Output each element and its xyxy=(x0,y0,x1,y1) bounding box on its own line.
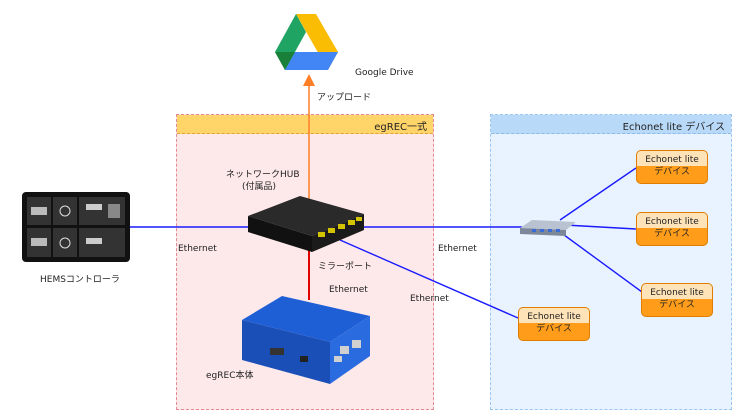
ethernet-label-device: Ethernet xyxy=(410,294,449,304)
echonet-device-box-3: Echonet lite デバイス xyxy=(641,283,713,317)
echonet-line-3 xyxy=(559,231,643,293)
echonet-device-type: デバイス xyxy=(659,300,695,310)
egrec-set-title: egREC一式 xyxy=(374,122,427,133)
ethernet-label-hub: Ethernet xyxy=(438,244,477,254)
echonet-device-box-2: Echonet lite デバイス xyxy=(636,212,708,246)
echonet-device-box-4: Echonet lite デバイス xyxy=(518,307,590,341)
egrec-set-header: egREC一式 xyxy=(177,115,433,134)
network-hub-icon xyxy=(248,196,364,252)
ethernet-label-egrec: Ethernet xyxy=(329,285,368,295)
echonet-device-name: Echonet lite xyxy=(642,284,712,299)
echonet-device-type: デバイス xyxy=(654,229,690,239)
echonet-device-type: デバイス xyxy=(536,324,572,334)
google-drive-label: Google Drive xyxy=(355,68,414,78)
google-drive-icon xyxy=(275,14,338,70)
echonet-device-box-1: Echonet lite デバイス xyxy=(636,150,708,184)
echonet-devices-title: Echonet lite デバイス xyxy=(622,122,725,133)
mirror-port-label: ミラーポート xyxy=(318,262,373,272)
echonet-device-name: Echonet lite xyxy=(519,308,589,323)
hems-controller-label: HEMSコントローラ xyxy=(40,275,120,285)
ethernet-line-device xyxy=(339,239,519,319)
ethernet-label-hems: Ethernet xyxy=(178,244,217,254)
hub-label-line1: ネットワークHUB xyxy=(226,170,300,180)
echonet-devices-header: Echonet lite デバイス xyxy=(491,115,731,134)
hems-controller-icon xyxy=(22,192,130,262)
egrec-unit-label: egREC本体 xyxy=(206,371,254,381)
echonet-device-name: Echonet lite xyxy=(637,151,707,166)
echonet-line-1 xyxy=(559,167,637,221)
egrec-device-icon xyxy=(242,296,370,384)
echonet-line-2 xyxy=(564,224,637,230)
echonet-device-type: デバイス xyxy=(654,167,690,177)
echonet-device-name: Echonet lite xyxy=(637,213,707,228)
echonet-switch-icon xyxy=(520,220,576,236)
hub-label-line2: (付属品) xyxy=(242,182,277,192)
upload-label: アップロード xyxy=(317,93,372,103)
